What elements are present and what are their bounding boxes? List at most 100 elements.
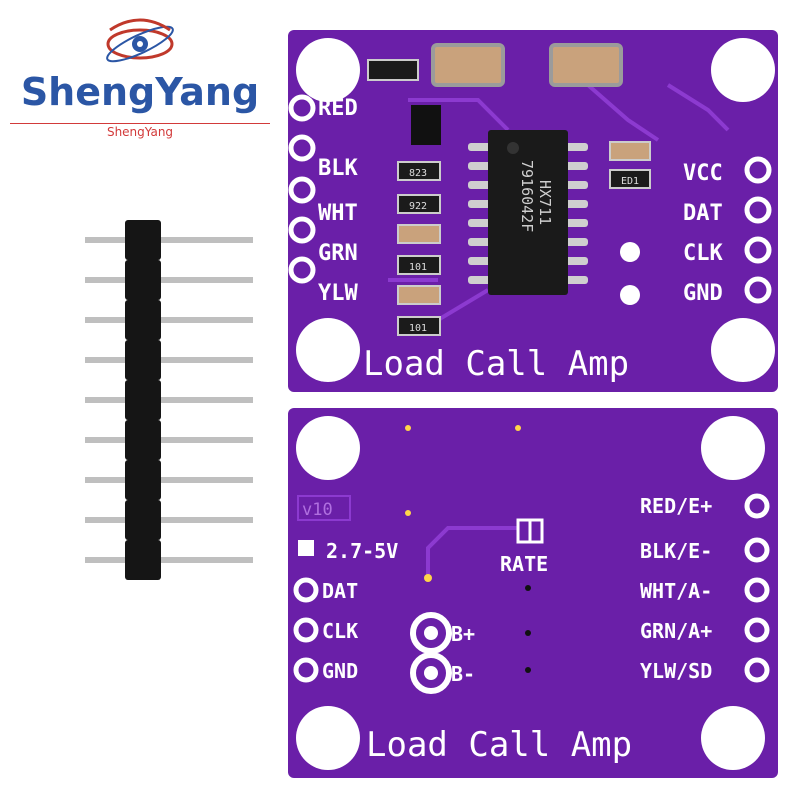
b-plus-label: B+ [451, 622, 475, 646]
chip-pin [564, 276, 588, 284]
pin-pad [744, 156, 772, 184]
pin-pad [744, 657, 770, 683]
header-pin-housing [125, 500, 161, 540]
pin-label-wht-a-minus: WHT/A- [640, 579, 712, 603]
chip-pin [564, 219, 588, 227]
b-plus-pad [410, 612, 452, 654]
voltage-label: 2.7-5V [326, 539, 398, 563]
pin-label-gnd: GND [683, 281, 723, 306]
pin-pad [744, 196, 772, 224]
test-pad [620, 242, 640, 262]
mounting-hole [296, 416, 360, 480]
chip-marking-1: HX711 [536, 180, 554, 225]
header-pin [85, 317, 253, 323]
pin-label-blk: BLK [318, 156, 358, 181]
header-pin-housing [125, 340, 161, 380]
pin-pad [744, 236, 772, 264]
hx711-chip [488, 130, 568, 295]
rate-label: RATE [500, 552, 548, 576]
pin-pad [744, 493, 770, 519]
b-minus-label: B- [451, 662, 475, 686]
pin-pad [288, 256, 316, 284]
capacitor [549, 43, 623, 87]
pin-pad [288, 134, 316, 162]
pin-header [85, 220, 253, 580]
brand-divider [10, 123, 270, 124]
capacitor [431, 43, 505, 87]
pin-label-gnd: GND [322, 659, 358, 683]
mounting-hole [296, 706, 360, 770]
resistor-code: 101 [409, 262, 427, 273]
header-pin [85, 397, 253, 403]
chip-pin [468, 181, 492, 189]
board-footer: Load Call Amp [363, 344, 629, 384]
header-pin-housing [125, 420, 161, 460]
header-pin-housing [125, 540, 161, 580]
brand-logo: ShengYang ShengYang [5, 10, 275, 139]
pcb-bottom-surface [288, 408, 778, 778]
header-pin [85, 437, 253, 443]
header-pin-housing [125, 460, 161, 500]
pin-pad [288, 176, 316, 204]
chip-pin [468, 143, 492, 151]
pin-pad [293, 617, 319, 643]
pin-pad [744, 617, 770, 643]
chip-pin [468, 257, 492, 265]
brand-subtitle: ShengYang [106, 125, 174, 139]
capacitor-code: ED1 [621, 176, 639, 187]
board-footer: Load Call Amp [366, 725, 632, 765]
header-pin [85, 357, 253, 363]
pin-label-grn-a-plus: GRN/A+ [640, 619, 712, 643]
pin-label-vcc: VCC [683, 161, 723, 186]
chip-pin [468, 162, 492, 170]
hx711-board-top: HX711 7916042F 823 922 101 101 ED1 RED B… [288, 30, 778, 392]
chip-pin [564, 181, 588, 189]
header-pin [85, 277, 253, 283]
pin-label-grn: GRN [318, 241, 358, 266]
pin-label-ylw-sd: YLW/SD [640, 659, 712, 683]
pin-label-red: RED [318, 96, 358, 121]
pin-pad [744, 537, 770, 563]
mounting-hole [711, 38, 775, 102]
pin-label-dat: DAT [683, 201, 723, 226]
version-label: v10 [302, 500, 333, 520]
brand-name: ShengYang [20, 70, 260, 114]
chip-pin [564, 200, 588, 208]
eye-logo-icon [106, 18, 174, 63]
chip-pin [564, 257, 588, 265]
header-pin [85, 517, 253, 523]
header-pin [85, 557, 253, 563]
mounting-hole [701, 416, 765, 480]
header-pin [85, 477, 253, 483]
chip-pin [468, 200, 492, 208]
b-minus-pad [410, 652, 452, 694]
chip-pin [468, 238, 492, 246]
pin-label-clk: CLK [683, 241, 723, 266]
pin-label-dat: DAT [322, 579, 358, 603]
resistor-code: 922 [409, 201, 427, 212]
pin-label-clk: CLK [322, 619, 358, 643]
chip-pin [468, 219, 492, 227]
mounting-hole [296, 38, 360, 102]
pin-pad [744, 276, 772, 304]
mounting-hole [296, 318, 360, 382]
chip-pin [564, 238, 588, 246]
chip-pin [468, 276, 492, 284]
pin-pad [293, 657, 319, 683]
chip-marking-2: 7916042F [518, 160, 536, 232]
header-pin-housing [125, 380, 161, 420]
chip-pin [564, 143, 588, 151]
hx711-board-bottom: v10 RATE 2.7-5V DAT CLK GND B+ B- RED/E+… [288, 408, 778, 778]
header-pin-housing [125, 220, 161, 260]
mounting-hole [711, 318, 775, 382]
test-pad [620, 285, 640, 305]
chip-pin [564, 162, 588, 170]
pin-pad [744, 577, 770, 603]
resistor [367, 59, 419, 81]
header-pin-housing [125, 300, 161, 340]
transistor [411, 105, 441, 145]
pin-label-wht: WHT [318, 201, 358, 226]
header-pin [85, 237, 253, 243]
resistor-code: 823 [409, 168, 427, 179]
pin-pad [293, 577, 319, 603]
